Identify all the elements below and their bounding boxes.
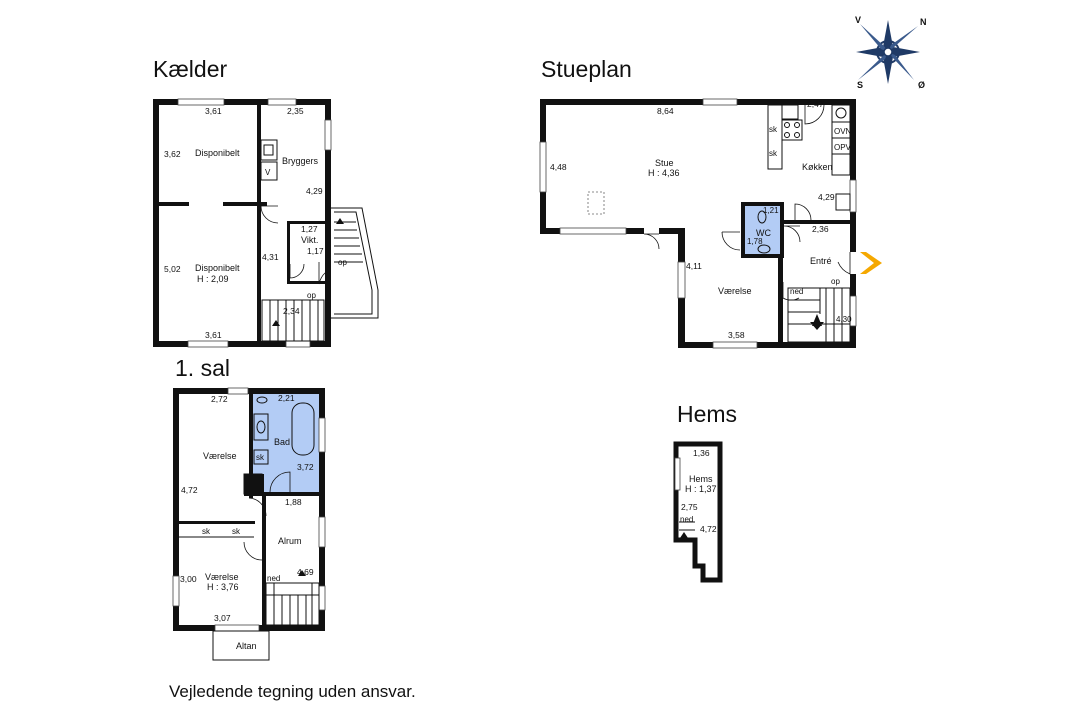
- sal-sk-3: sk: [232, 527, 241, 536]
- kaelder-d4: 4,29: [306, 186, 323, 196]
- sal-d4: 4,72: [181, 485, 198, 495]
- stueplan-room-stue: Stue: [655, 158, 674, 168]
- sal-room-vaerelse-2: Værelse: [205, 572, 239, 582]
- kaelder-room-disponibelt-2: Disponibelt: [195, 263, 240, 273]
- hems-height: H : 1,37: [685, 484, 717, 494]
- stueplan-opv: OPV: [834, 143, 852, 152]
- sal-d2: 2,21: [278, 393, 295, 403]
- kaelder-d1: 3,61: [205, 106, 222, 116]
- stueplan-d10: 3,58: [728, 330, 745, 340]
- kaelder-room-bryggers: Bryggers: [282, 156, 319, 166]
- sal-d6: 3,00: [180, 574, 197, 584]
- kaelder-d7: 4,31: [262, 252, 279, 262]
- kaelder-room-height: H : 2,09: [197, 274, 229, 284]
- sal-sk-2: sk: [202, 527, 211, 536]
- kaelder-title: Kælder: [153, 56, 227, 82]
- compass-v: V: [855, 15, 861, 25]
- compass-s: S: [857, 80, 863, 90]
- sal-title: 1. sal: [175, 355, 230, 381]
- kaelder-room-disponibelt-1: Disponibelt: [195, 148, 240, 158]
- kaelder-op-outside: op: [338, 258, 347, 267]
- stueplan-ned: ned: [790, 287, 803, 296]
- kaelder-room-vikt: Vikt.: [301, 235, 318, 245]
- stueplan-plan: Stueplan: [539, 56, 882, 349]
- stueplan-room-wc: WC: [756, 228, 771, 238]
- stueplan-room-entre: Entré: [810, 256, 832, 266]
- stueplan-ovn: OVN: [834, 127, 852, 136]
- stueplan-d3: 4,48: [550, 162, 567, 172]
- stueplan-d8: 4,11: [686, 261, 702, 271]
- sal-room-vaerelse-1: Værelse: [203, 451, 237, 461]
- stueplan-op: op: [831, 277, 840, 286]
- sal-room-alrum: Alrum: [278, 536, 302, 546]
- sal-vaerelse-height: H : 3,76: [207, 582, 239, 592]
- hems-plan: Hems 1,36 Hems H : 1,37 2,75 ned 4,72: [673, 401, 737, 583]
- sal-d1: 2,72: [211, 394, 228, 404]
- kaelder-op-inside: op: [307, 291, 316, 300]
- sal-plan: 1. sal: [172, 355, 326, 661]
- sal-d8: 3,07: [214, 613, 231, 623]
- stueplan-title: Stueplan: [541, 56, 632, 82]
- kaelder-d10: 3,61: [205, 330, 222, 340]
- stueplan-sk-1: sk: [769, 125, 778, 134]
- hems-d3: 4,72: [700, 524, 717, 534]
- sal-d3: 3,72: [297, 462, 314, 472]
- stueplan-d2: 2,47: [807, 99, 824, 109]
- stueplan-d9: 4,30: [836, 315, 852, 324]
- compass-o: Ø: [918, 80, 925, 90]
- hems-title: Hems: [677, 401, 737, 427]
- disclaimer-text: Vejledende tegning uden ansvar.: [169, 682, 416, 701]
- stueplan-d6: 1,78: [747, 237, 763, 246]
- sal-ned: ned: [267, 574, 280, 583]
- stueplan-d1: 8,64: [657, 106, 674, 116]
- kaelder-d8: 5,02: [164, 264, 181, 274]
- compass-n: N: [920, 17, 927, 27]
- kaelder-d6: 1,17: [307, 246, 324, 256]
- stueplan-d5: 1,21: [763, 206, 779, 215]
- stueplan-sk-2: sk: [769, 149, 778, 158]
- sal-d7: 4,69: [297, 567, 314, 577]
- sal-d5: 1,88: [285, 497, 302, 507]
- stueplan-stue-height: H : 4,36: [648, 168, 680, 178]
- stueplan-d7: 2,36: [812, 224, 829, 234]
- stueplan-room-kokken: Køkken: [802, 162, 833, 172]
- sal-sk-1: sk: [256, 453, 265, 462]
- entrance-arrow-icon: [860, 252, 882, 274]
- kaelder-plan: Kælder V: [153, 56, 379, 348]
- kaelder-d5: 1,27: [301, 224, 318, 234]
- kaelder-d2: 2,35: [287, 106, 304, 116]
- sal-room-bad: Bad: [274, 437, 290, 447]
- kaelder-d9: 2,34: [283, 306, 300, 316]
- compass-icon: N V S Ø: [855, 15, 927, 90]
- sal-room-altan: Altan: [236, 641, 257, 651]
- hems-d2: 2,75: [681, 502, 698, 512]
- hems-room-label: Hems: [689, 474, 713, 484]
- kaelder-v-label: V: [265, 168, 271, 177]
- stueplan-room-vaerelse: Værelse: [718, 286, 752, 296]
- stueplan-d4: 4,29: [818, 192, 835, 202]
- kaelder-d3: 3,62: [164, 149, 181, 159]
- hems-d1: 1,36: [693, 448, 710, 458]
- hems-ned: ned: [680, 515, 693, 524]
